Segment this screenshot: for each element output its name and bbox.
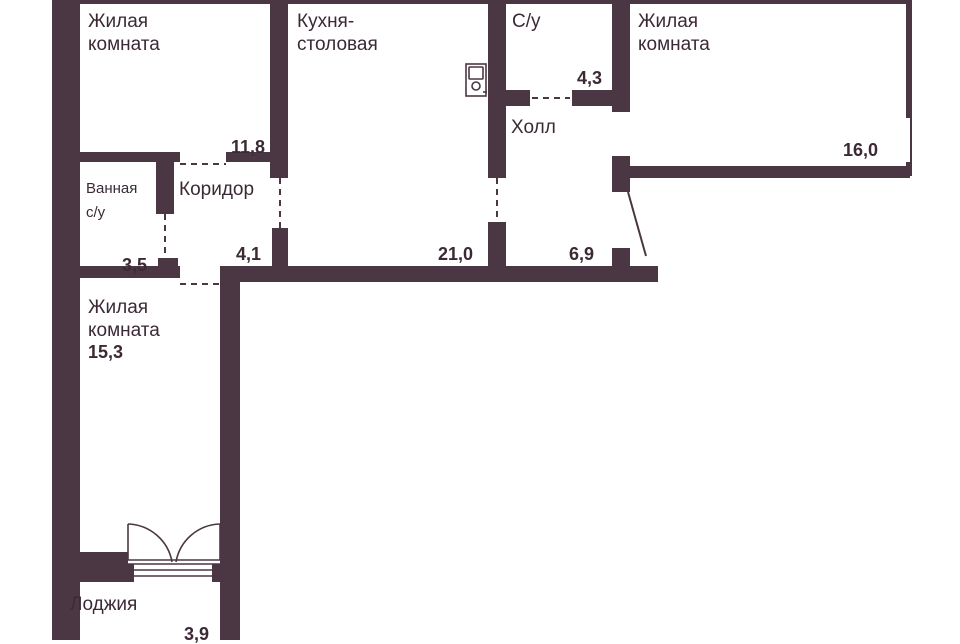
room-area-living-3: 15,3 [88,342,124,362]
wall-window-right [904,118,910,162]
room-area-living-1: 11,8 [231,137,266,157]
room-area-wc-top: 4,3 [577,68,603,88]
hall-door-leaf [627,191,647,257]
room-label-line: столовая [297,34,378,55]
room-label-line: Лоджия [70,594,138,615]
wall-top-mid [270,0,490,4]
wall-bath-stub [158,258,178,278]
wall-hall-stub [612,156,630,192]
room-label-line: с/у [86,204,106,221]
room-label-living-1: Жилая комната [88,10,160,56]
room-label-line: Жилая [88,11,149,32]
wall-outer-right [906,0,912,176]
room-area-living-2: 16,0 [843,140,879,160]
wall-living2-bottom [630,166,910,178]
room-area-bath: 3,5 [122,255,148,275]
wall-wc-living2 [612,0,630,112]
wall-loggia-right [224,582,240,640]
room-area-hall: 6,9 [569,244,595,264]
wall-wc-bottom-l [506,90,530,106]
wall-top-right [490,0,910,4]
wall-loggia-top [80,552,134,582]
room-area-corridor: 4,1 [236,244,262,264]
room-label-corridor: Коридор [179,178,254,201]
room-label-line: комната [638,34,710,55]
room-label-hall: Холл [511,116,556,139]
wall-kitchen-hall-low [488,222,506,278]
room-label-line: Коридор [179,179,255,200]
wall-corridor-right [272,228,288,278]
wall-kitchen-wc [488,0,506,178]
room-label-line: Жилая [88,297,149,318]
wall-hall-stub-low [612,248,630,282]
wall-living1-kitchen [270,0,288,178]
double-door-icon [127,520,221,577]
room-label-loggia: Лоджия [70,593,137,616]
room-label-bath: Ванная с/у [86,177,137,225]
openings [164,97,570,285]
room-label-line: Ванная [86,180,138,197]
wall-bath-right [156,160,174,214]
wall-main-horizontal [220,266,658,282]
sink-icon [465,63,487,97]
room-label-living-2: Жилая комната [638,10,710,56]
room-label-line: Жилая [638,11,699,32]
wall-top-left [80,0,270,4]
room-area-loggia: 3,9 [184,624,210,644]
wall-living3-right [220,266,240,640]
room-label-line: Холл [511,117,556,138]
room-label-kitchen: Кухня- столовая [297,10,378,56]
walls [52,0,912,640]
room-label-line: комната [88,34,160,55]
wall-bath-bottom-l [80,266,180,278]
wall-living1-bottom-r [226,152,286,162]
room-label-line: С/у [512,11,541,32]
room-label-wc-top: С/у [512,10,541,33]
room-area-kitchen: 21,0 [438,244,474,264]
room-label-line: Кухня- [297,11,355,32]
wall-outer-left [52,0,80,640]
wall-living1-bottom [80,152,180,162]
room-label-line: комната [88,320,160,341]
wall-loggia-outer [52,582,68,640]
room-label-living-3: Жилая комната [88,296,160,342]
